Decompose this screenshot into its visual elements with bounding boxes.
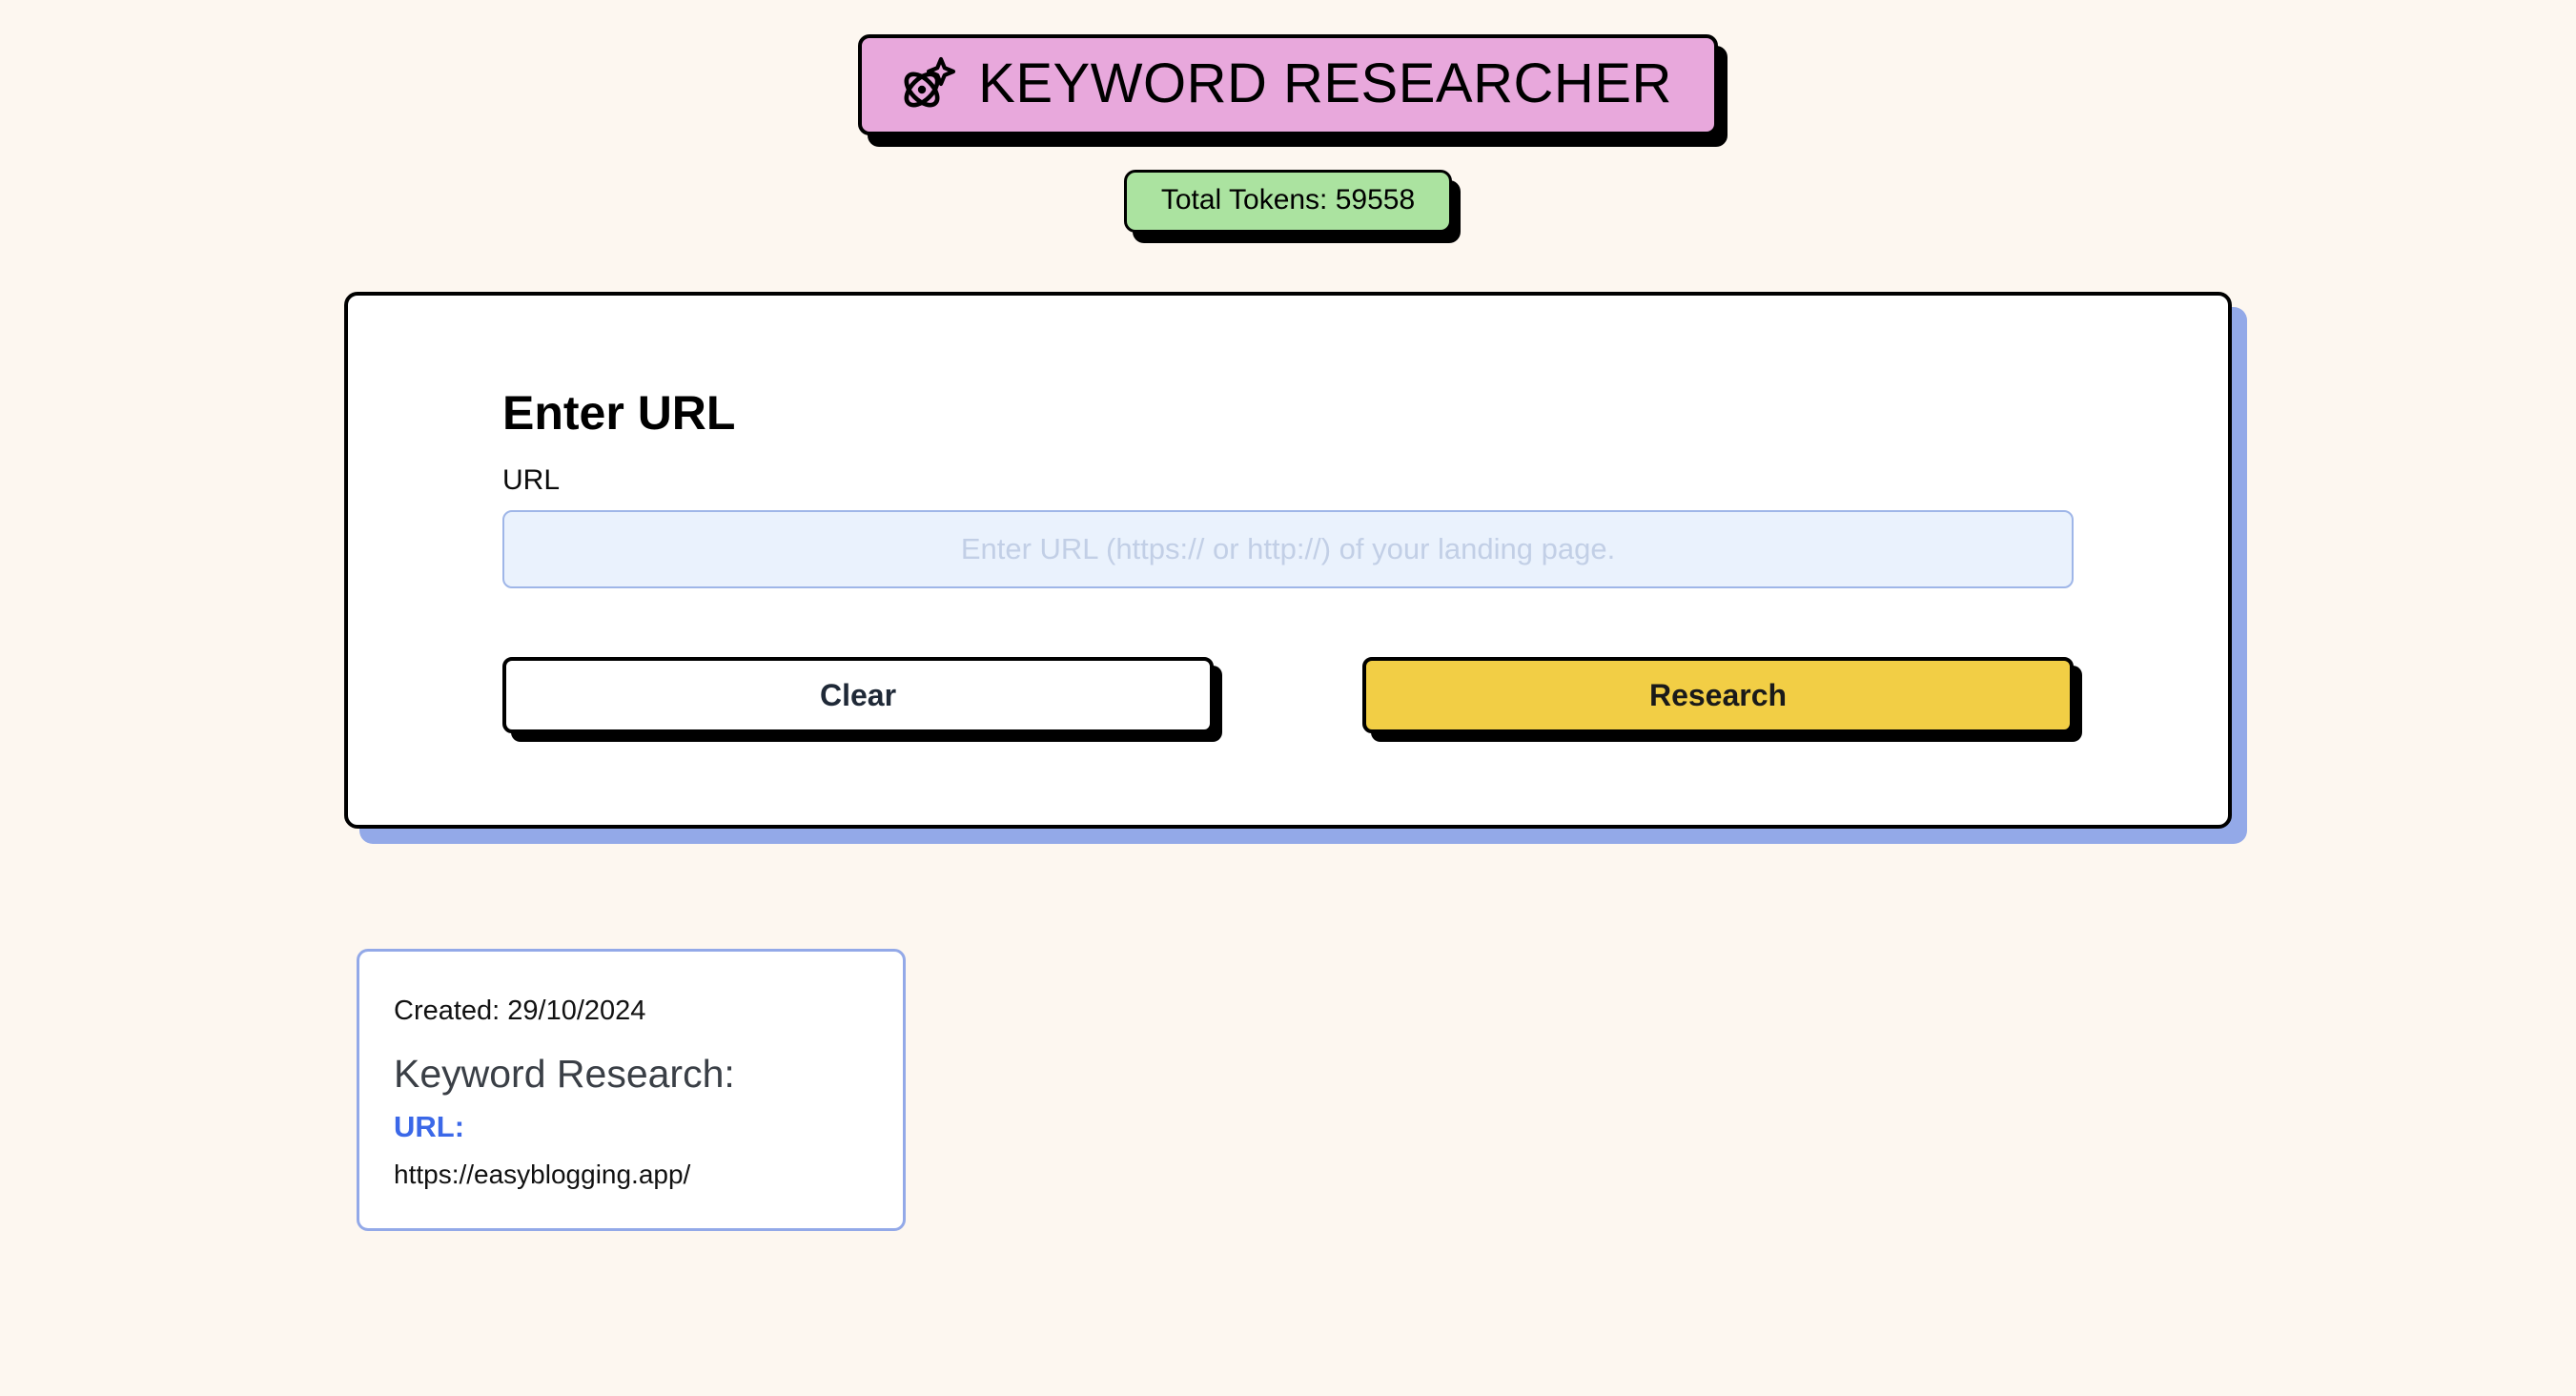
enter-url-card: Enter URL URL Clear Research (344, 292, 2232, 829)
results-list: Created: 29/10/2024 Keyword Research: UR… (0, 949, 2576, 1232)
token-counter-row: Total Tokens: 59558 (0, 170, 2576, 233)
result-url-label: URL: (394, 1110, 465, 1144)
url-field-label: URL (502, 464, 561, 496)
app-title-badge: KEYWORD RESEARCHER (858, 34, 1718, 135)
form-actions: Clear Research (502, 657, 2074, 733)
url-input[interactable] (502, 510, 2074, 588)
result-card[interactable]: Created: 29/10/2024 Keyword Research: UR… (357, 949, 906, 1232)
form-card-row: Enter URL URL Clear Research (0, 292, 2576, 829)
total-tokens-badge: Total Tokens: 59558 (1123, 170, 1453, 233)
result-title: Keyword Research: (394, 1052, 735, 1096)
result-url-value: https://easyblogging.app/ (394, 1160, 691, 1190)
page-title: KEYWORD RESEARCHER (978, 52, 1672, 114)
clear-button[interactable]: Clear (502, 657, 1214, 733)
research-button[interactable]: Research (1362, 657, 2074, 733)
card-title: Enter URL (502, 386, 736, 440)
result-created-date: Created: 29/10/2024 (394, 996, 646, 1026)
header: KEYWORD RESEARCHER (0, 0, 2576, 135)
atom-sparkle-icon (904, 56, 956, 108)
